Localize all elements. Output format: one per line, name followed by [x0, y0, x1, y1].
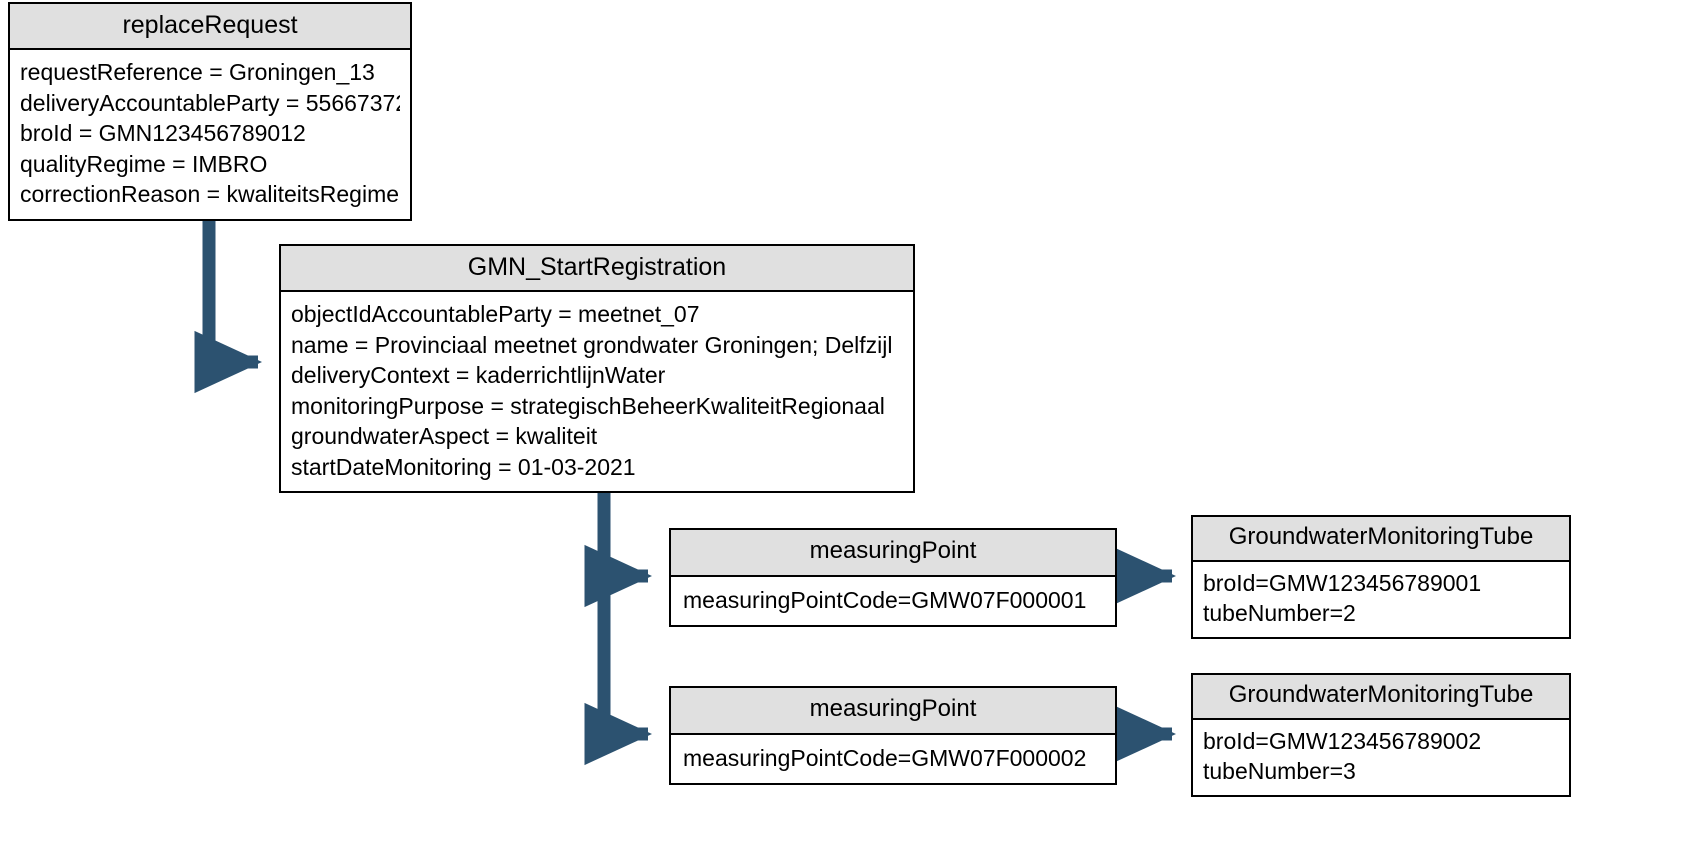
attribute-row: deliveryAccountableParty = 55667372 — [20, 89, 400, 116]
node-replace-request-attributes: requestReference = Groningen_13 delivery… — [10, 50, 410, 219]
attribute-row: measuringPointCode=GMW07F000002 — [683, 744, 1087, 771]
attribute-row: startDateMonitoring = 01-03-2021 — [291, 453, 636, 480]
node-groundwater-monitoring-tube-2[interactable]: GroundwaterMonitoringTube broId=GMW12345… — [1191, 673, 1571, 797]
node-replace-request[interactable]: replaceRequest requestReference = Gronin… — [8, 2, 412, 221]
attribute-row: objectIdAccountableParty = meetnet_07 — [291, 301, 700, 327]
node-groundwater-monitoring-tube-1[interactable]: GroundwaterMonitoringTube broId=GMW12345… — [1191, 515, 1571, 639]
node-gmn-startregistration-attributes: objectIdAccountableParty = meetnet_07 na… — [281, 292, 913, 491]
node-measuring-point-1-title: measuringPoint — [671, 530, 1115, 577]
attribute-row: requestReference = Groningen_13 — [20, 59, 375, 85]
node-gmn-startregistration[interactable]: GMN_StartRegistration objectIdAccountabl… — [279, 244, 915, 494]
attribute-row: tubeNumber=2 — [1203, 600, 1356, 627]
node-groundwater-monitoring-tube-2-title: GroundwaterMonitoringTube — [1193, 675, 1569, 720]
node-groundwater-monitoring-tube-1-attributes: broId=GMW123456789001 tubeNumber=2 — [1193, 562, 1569, 637]
node-replace-request-title: replaceRequest — [10, 4, 410, 50]
attribute-row: groundwaterAspect = kwaliteit — [291, 423, 598, 450]
node-measuring-point-2-attributes: measuringPointCode=GMW07F000002 — [671, 735, 1115, 784]
attribute-row: qualityRegime = IMBRO — [20, 150, 268, 177]
connector-start-registration-to-measuring-point-2 — [584, 565, 653, 766]
attribute-row: name = Provinciaal meetnet grondwater Gr… — [291, 331, 893, 358]
attribute-row: broId=GMW123456789002 — [1203, 727, 1482, 754]
node-measuring-point-2[interactable]: measuringPoint measuringPointCode=GMW07F… — [669, 686, 1117, 786]
node-gmn-startregistration-title: GMN_StartRegistration — [281, 246, 913, 292]
attribute-row: monitoringPurpose = strategischBeheerKwa… — [291, 392, 885, 419]
attribute-row: deliveryContext = kaderrichtlijnWater — [291, 362, 666, 389]
attribute-row: broId=GMW123456789001 — [1203, 569, 1482, 596]
attribute-row: measuringPointCode=GMW07F000001 — [683, 586, 1087, 613]
connector-replace-request-to-start-registration — [194, 201, 263, 394]
node-groundwater-monitoring-tube-1-title: GroundwaterMonitoringTube — [1193, 517, 1569, 562]
attribute-row: tubeNumber=3 — [1203, 758, 1356, 785]
node-measuring-point-1[interactable]: measuringPoint measuringPointCode=GMW07F… — [669, 528, 1117, 628]
attribute-row: correctionReason = kwaliteitsRegime — [20, 181, 400, 208]
attribute-row: broId = GMN123456789012 — [20, 120, 306, 147]
node-groundwater-monitoring-tube-2-attributes: broId=GMW123456789002 tubeNumber=3 — [1193, 720, 1569, 795]
node-measuring-point-2-title: measuringPoint — [671, 688, 1115, 735]
node-measuring-point-1-attributes: measuringPointCode=GMW07F000001 — [671, 577, 1115, 626]
